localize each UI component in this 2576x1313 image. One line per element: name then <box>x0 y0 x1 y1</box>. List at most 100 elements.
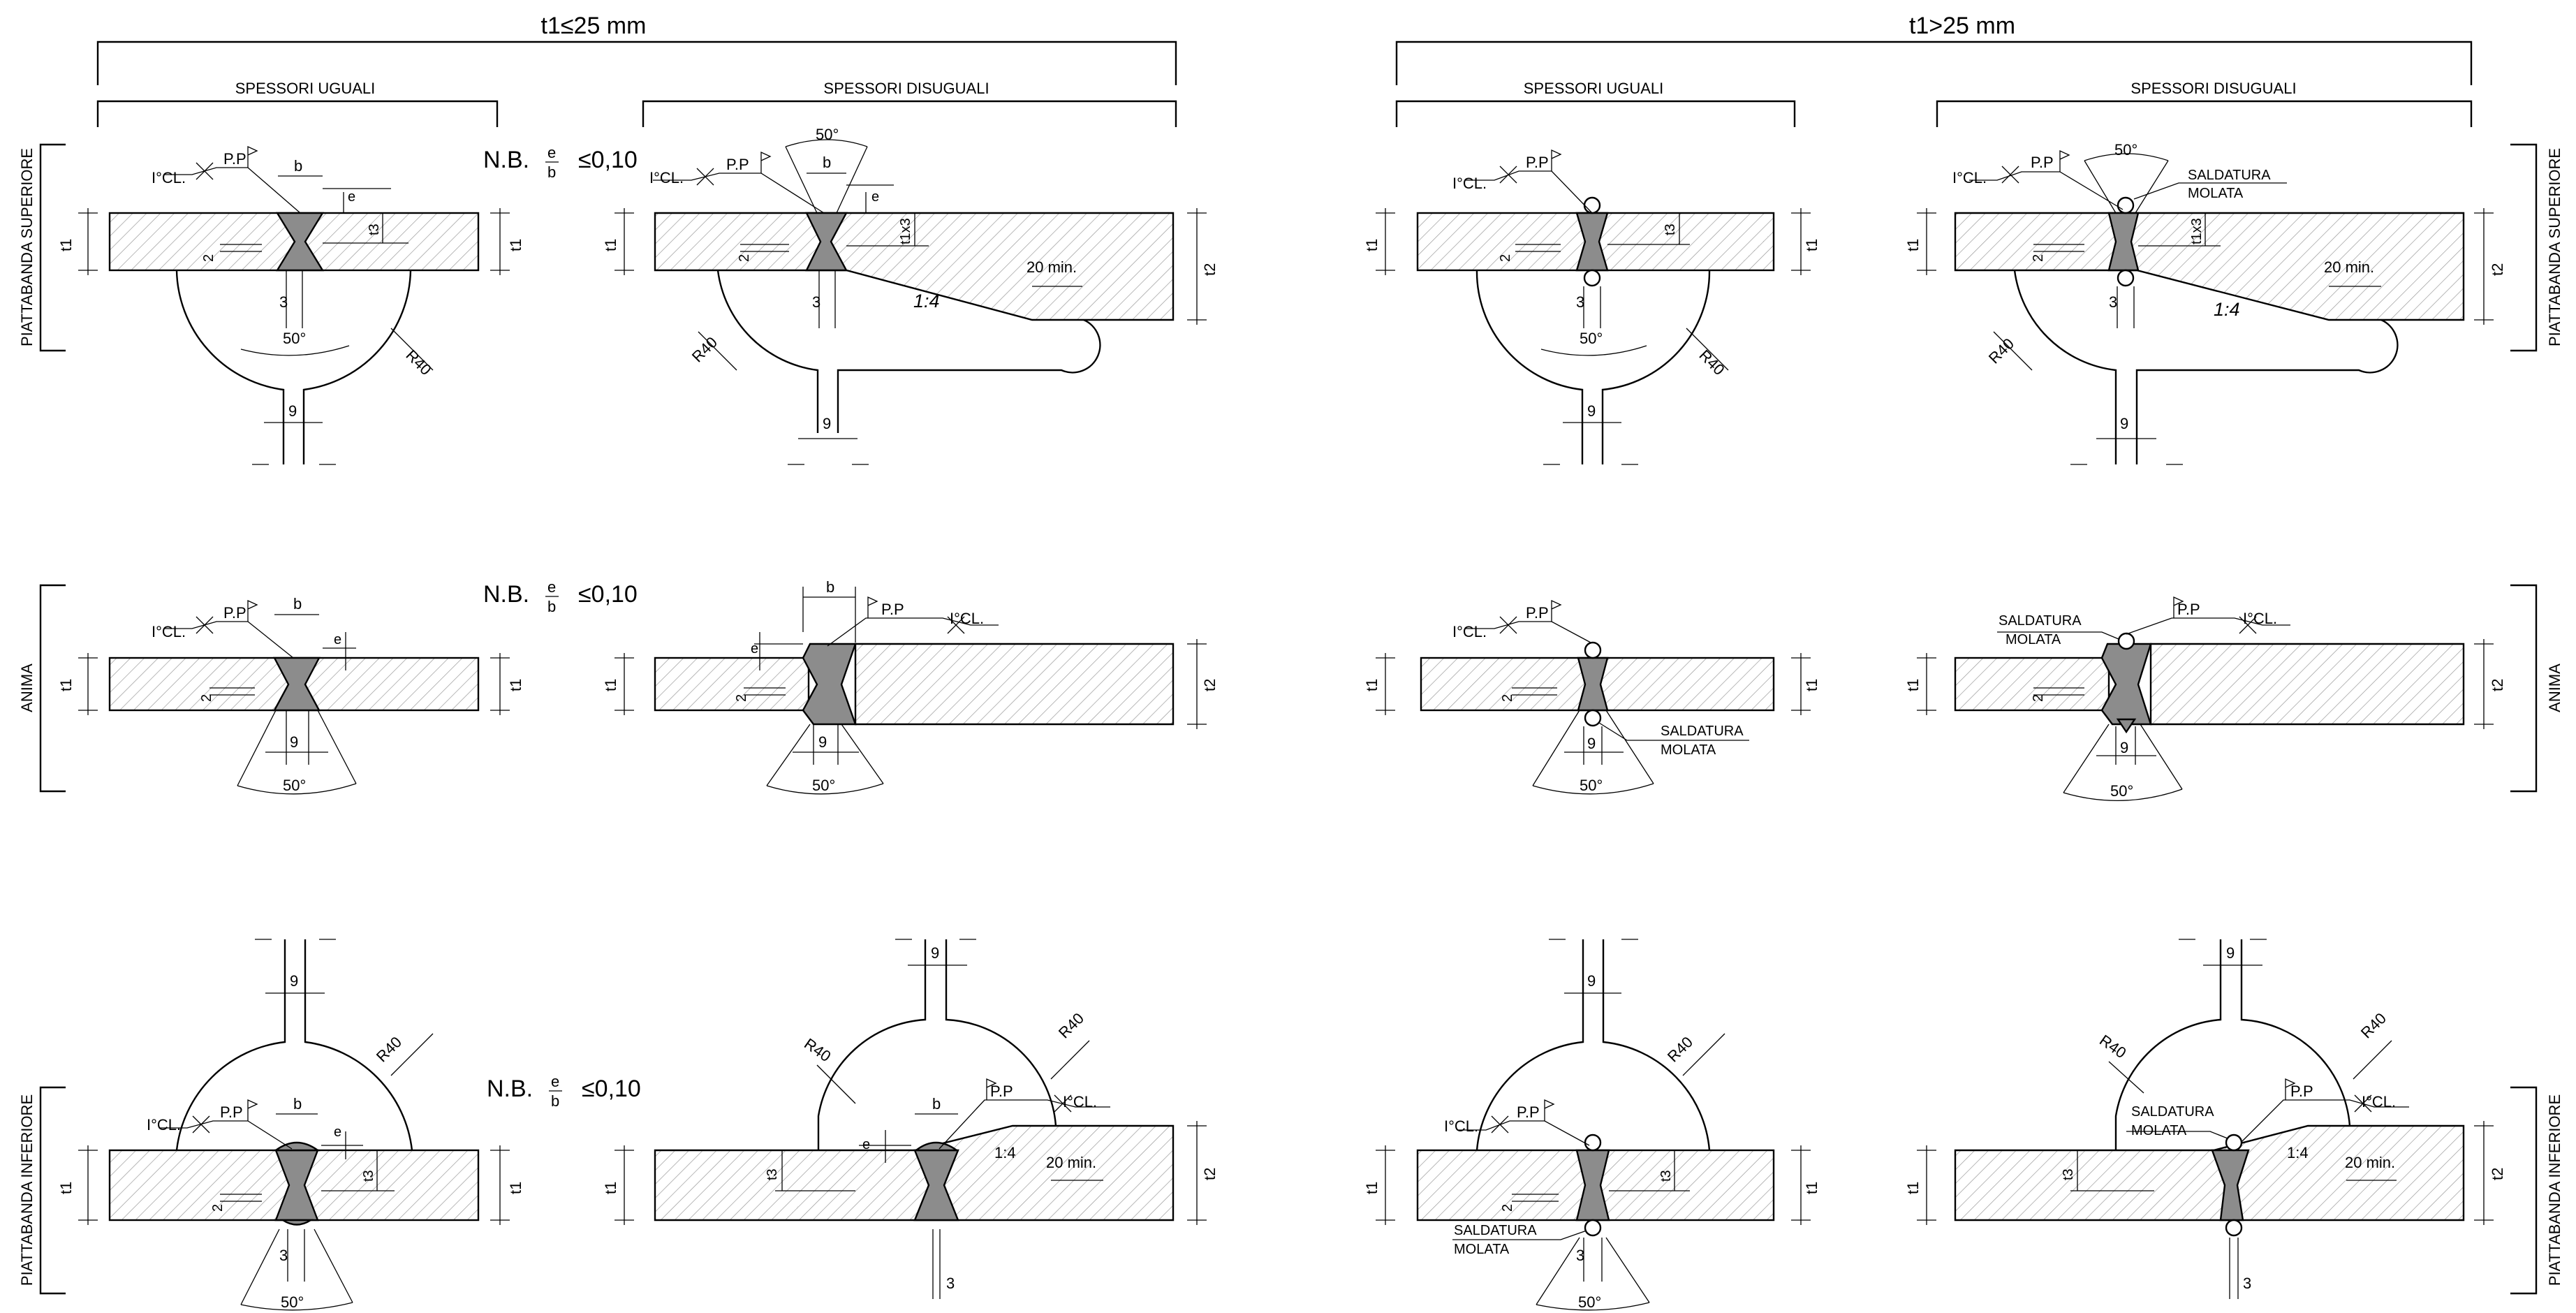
angle-50: 50° <box>283 777 306 794</box>
label-pp: P.P <box>223 150 246 168</box>
label-pp: P.P <box>2290 1083 2313 1100</box>
label-cl: I°CL. <box>152 623 186 640</box>
label-pp: P.P <box>726 156 749 173</box>
header-left-group: t1≤25 mm SPESSORI UGUALI SPESSORI DISUGU… <box>96 13 1177 127</box>
angle-50: 50° <box>2114 141 2137 159</box>
dim-e: e <box>871 189 879 205</box>
dim-e: e <box>751 641 758 656</box>
dim-t2: t2 <box>1201 1168 1219 1180</box>
detail-bottom-equal-small: 9 R40 I°CL. P.P b e t3 2 3 50° t1 t1 <box>57 939 524 1311</box>
dim-t2: t2 <box>1201 679 1219 691</box>
label-molata: MOLATA <box>1661 742 1716 758</box>
web-label-right: ANIMA <box>2546 663 2563 712</box>
left-unequal-title: SPESSORI DISUGUALI <box>823 80 989 97</box>
right-unequal-title: SPESSORI DISUGUALI <box>2130 80 2296 97</box>
dim-t1: t1 <box>602 1182 619 1194</box>
dim-20min: 20 min. <box>1026 258 1077 276</box>
dim-e: e <box>334 1124 341 1140</box>
dim-t3: t3 <box>1658 1170 1674 1182</box>
dim-b: b <box>826 578 834 596</box>
dim-t3: t3 <box>2061 1168 2076 1180</box>
bottom-flange-label-right: PIATTABANDA INFERIORE <box>2546 1094 2563 1286</box>
dim-t2: t2 <box>2489 679 2506 691</box>
label-cl: I°CL. <box>147 1116 181 1134</box>
radius-r40: R40 <box>1985 335 2017 367</box>
dim-3: 3 <box>279 1247 288 1264</box>
dim-2: 2 <box>1500 694 1515 702</box>
dim-t1: t1 <box>1904 239 1922 251</box>
dim-t1x3: t1x3 <box>2189 218 2205 244</box>
label-cl: I°CL. <box>1952 169 1987 186</box>
detail-bottom-unequal-large: 9 R40 R40 P.P I°CL. SALDATURA MOLATA 1:4… <box>1904 939 2506 1299</box>
dim-t1x3: t1x3 <box>898 218 913 244</box>
label-saldatura: SALDATURA <box>1661 724 1744 739</box>
label-pp: P.P <box>881 601 904 618</box>
label-cl: I°CL. <box>950 610 984 627</box>
label-cl: I°CL. <box>152 169 186 186</box>
detail-web-equal-small: 9 50° I°CL. P.P b e 2 t1 t1 <box>57 595 524 795</box>
dim-3: 3 <box>279 293 288 311</box>
note-b: b <box>547 163 556 181</box>
label-cl: I°CL. <box>2243 610 2277 627</box>
side-labels: PIATTABANDA SUPERIORE ANIMA PIATTABANDA … <box>18 143 2563 1295</box>
angle-50: 50° <box>1580 330 1603 347</box>
slope-1-4: 1:4 <box>994 1144 1016 1161</box>
note-e: e <box>547 144 556 161</box>
dim-9: 9 <box>818 733 827 751</box>
dim-9: 9 <box>1587 402 1596 420</box>
left-equal-title: SPESSORI UGUALI <box>235 80 376 97</box>
dim-2: 2 <box>201 254 216 262</box>
angle-50: 50° <box>1580 777 1603 794</box>
dim-t3: t3 <box>765 1168 780 1180</box>
right-equal-title: SPESSORI UGUALI <box>1524 80 1664 97</box>
header-right-group: t1>25 mm SPESSORI UGUALI SPESSORI DISUGU… <box>1395 13 2473 127</box>
dim-3: 3 <box>1576 293 1584 311</box>
dim-b: b <box>294 157 302 175</box>
note-e: e <box>551 1073 559 1090</box>
label-saldatura: SALDATURA <box>1999 613 2082 629</box>
detail-top-equal-small: 9 3 50° R40 I°CL. P.P b e t3 2 t1 t1 <box>57 145 524 465</box>
dim-3: 3 <box>812 293 820 311</box>
radius-r40: R40 <box>2096 1032 2129 1062</box>
dim-t1: t1 <box>1904 679 1922 691</box>
note-bottom: N.B. e b ≤0,10 <box>487 1073 641 1110</box>
radius-r40: R40 <box>1695 346 1728 379</box>
label-pp: P.P <box>2177 601 2200 618</box>
angle-50: 50° <box>1578 1293 1601 1311</box>
radius-r40: R40 <box>1664 1033 1696 1065</box>
dim-t1-right: t1 <box>507 679 524 691</box>
bottom-flange-label-left: PIATTABANDA INFERIORE <box>18 1094 36 1286</box>
dim-t1: t1 <box>1363 1182 1381 1194</box>
dim-t1-right: t1 <box>1803 239 1820 251</box>
label-pp: P.P <box>990 1083 1013 1100</box>
top-flange-label-right: PIATTABANDA SUPERIORE <box>2546 148 2563 346</box>
note-value: ≤0,10 <box>578 147 638 173</box>
label-molata: MOLATA <box>2188 186 2244 201</box>
label-cl: I°CL. <box>2362 1093 2396 1110</box>
dim-9: 9 <box>290 733 298 751</box>
dim-e: e <box>862 1137 870 1152</box>
detail-bottom-equal-large: 9 R40 I°CL. P.P SALDATURA MOLATA t3 2 3 … <box>1363 939 1820 1311</box>
radius-r40-2: R40 <box>1055 1009 1087 1041</box>
dim-t3: t3 <box>367 223 382 235</box>
dim-t3: t3 <box>361 1170 376 1182</box>
detail-top-unequal-small: 9 3 R40 1:4 20 min. 50° I°CL. P.P b e t1… <box>602 126 1219 465</box>
note-value: ≤0,10 <box>582 1076 641 1102</box>
dim-t1: t1 <box>602 679 619 691</box>
right-group-title: t1>25 mm <box>1909 13 2015 39</box>
web-label-left: ANIMA <box>18 663 36 712</box>
dim-t2: t2 <box>2489 1168 2506 1180</box>
dim-t1: t1 <box>1904 1182 1922 1194</box>
label-molata: MOLATA <box>1454 1242 1510 1257</box>
note-top: N.B. e b ≤0,10 <box>483 144 638 181</box>
top-flange-label-left: PIATTABANDA SUPERIORE <box>18 148 36 346</box>
dim-t1: t1 <box>57 239 75 251</box>
note-prefix: N.B. <box>483 147 529 173</box>
dim-2: 2 <box>210 1204 226 1212</box>
slope-1-4: 1:4 <box>913 291 940 311</box>
label-saldatura: SALDATURA <box>2131 1104 2214 1120</box>
label-cl: I°CL. <box>1444 1117 1478 1135</box>
dim-t2: t2 <box>2489 263 2506 276</box>
label-cl: I°CL. <box>1452 623 1487 640</box>
